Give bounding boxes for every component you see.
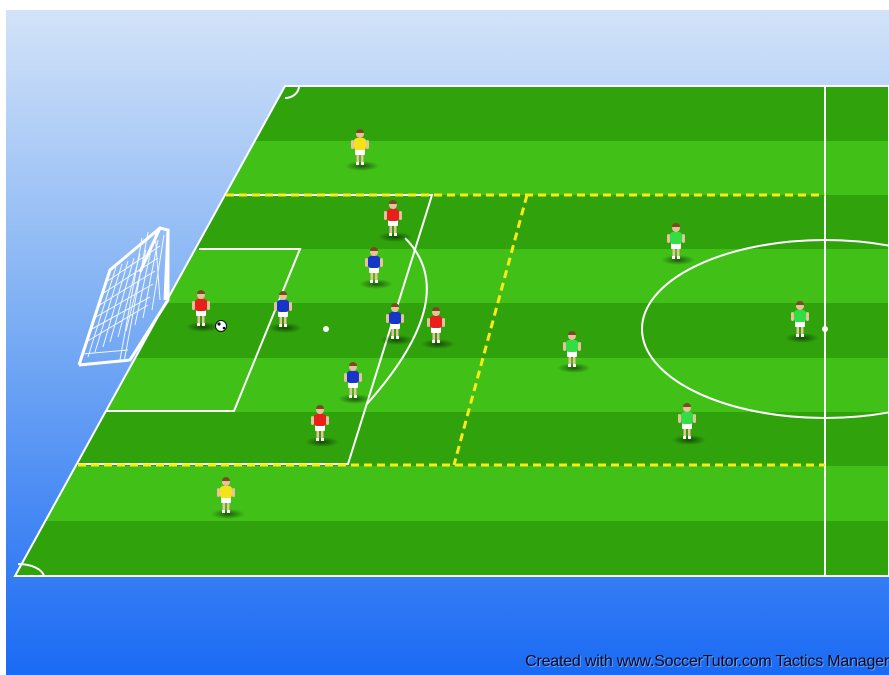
ball[interactable] (216, 321, 227, 332)
credit-text: Created with www.SoccerTutor.com Tactics… (525, 653, 889, 671)
penalty-spot (323, 326, 329, 332)
centre-spot (822, 326, 828, 332)
